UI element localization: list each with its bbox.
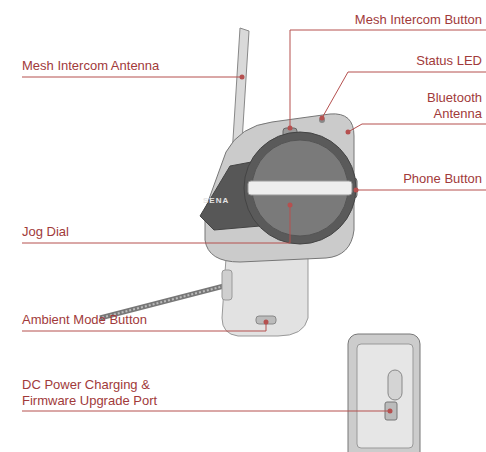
leader-lines — [22, 30, 486, 411]
side-panel — [357, 344, 413, 448]
leader-dot — [388, 409, 393, 414]
leader-dots — [240, 75, 393, 414]
part-label: DC Power Charging & Firmware Upgrade Por… — [22, 377, 182, 409]
leader-line — [356, 190, 486, 191]
leader-line — [22, 411, 390, 412]
brand-logo: SENA — [203, 196, 243, 206]
part-label: Phone Button — [342, 171, 482, 187]
part-label: Jog Dial — [22, 224, 222, 240]
leader-dot — [240, 75, 245, 80]
part-label: Ambient Mode Button — [22, 312, 252, 328]
part-label: Status LED — [342, 53, 482, 69]
leader-dot — [288, 126, 293, 131]
leader-line — [22, 77, 242, 78]
jog-dial — [244, 132, 356, 244]
part-label: Mesh Intercom Button — [282, 12, 482, 28]
ambient-button — [256, 316, 276, 324]
leader-line — [22, 205, 290, 243]
clamp-side — [222, 270, 232, 300]
leader-dot — [354, 188, 359, 193]
leader-dot — [264, 320, 269, 325]
part-label: Bluetooth Antenna — [407, 90, 482, 122]
leader-dot — [320, 116, 325, 121]
jog-slot — [248, 181, 352, 195]
clamp — [222, 258, 308, 336]
part-label: Mesh Intercom Antenna — [22, 58, 252, 74]
leader-line — [290, 30, 486, 128]
leader-line — [348, 124, 486, 132]
side-view — [348, 334, 420, 452]
leader-dot — [288, 203, 293, 208]
side-button — [388, 370, 402, 400]
leader-dot — [346, 130, 351, 135]
